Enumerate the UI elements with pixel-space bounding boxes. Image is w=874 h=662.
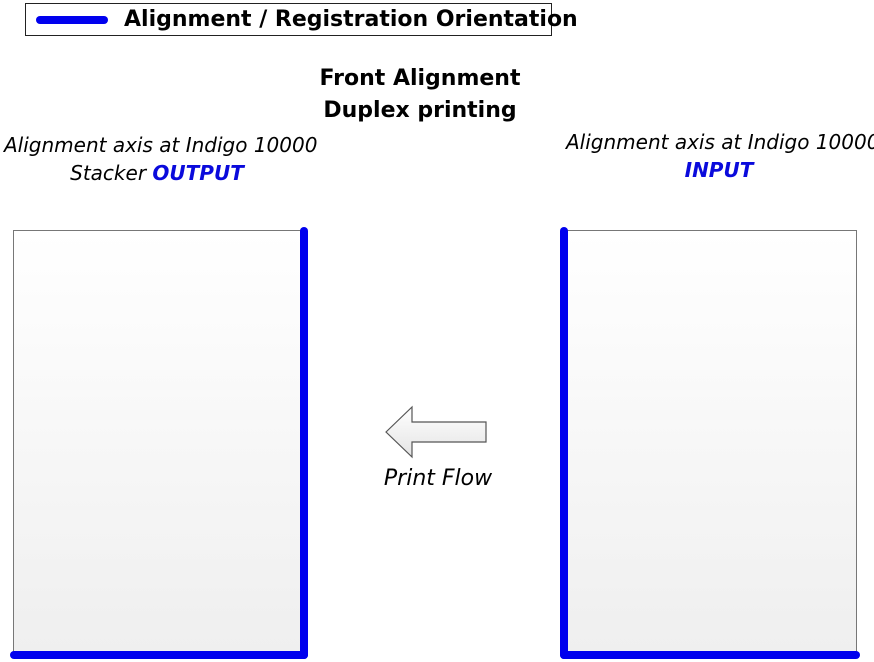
arrow-left-icon xyxy=(385,405,487,459)
legend-label: Alignment / Registration Orientation xyxy=(124,7,578,32)
right-caption-line-1: Alignment axis at Indigo 10000 xyxy=(566,130,874,154)
legend: Alignment / Registration Orientation xyxy=(25,3,578,36)
output-label: OUTPUT xyxy=(152,161,244,185)
input-sheet xyxy=(563,230,857,653)
output-sheet xyxy=(13,230,307,653)
output-alignment-axis-vertical xyxy=(300,227,308,659)
input-alignment-axis-horizontal xyxy=(560,651,860,659)
output-alignment-axis-horizontal xyxy=(10,651,308,659)
input-label: INPUT xyxy=(684,158,754,182)
left-caption-line-1: Alignment axis at Indigo 10000 xyxy=(4,133,318,157)
right-caption-line-2: INPUT xyxy=(566,156,872,184)
print-flow-label: Print Flow xyxy=(383,466,493,491)
diagram-title-line-2: Duplex printing xyxy=(323,98,517,123)
diagram-title-line-1: Front Alignment xyxy=(319,66,521,91)
left-caption-prefix: Stacker xyxy=(70,161,153,185)
legend-line-swatch xyxy=(36,16,108,24)
input-alignment-axis-vertical xyxy=(560,227,568,659)
left-caption-line-2: Stacker OUTPUT xyxy=(4,159,310,187)
